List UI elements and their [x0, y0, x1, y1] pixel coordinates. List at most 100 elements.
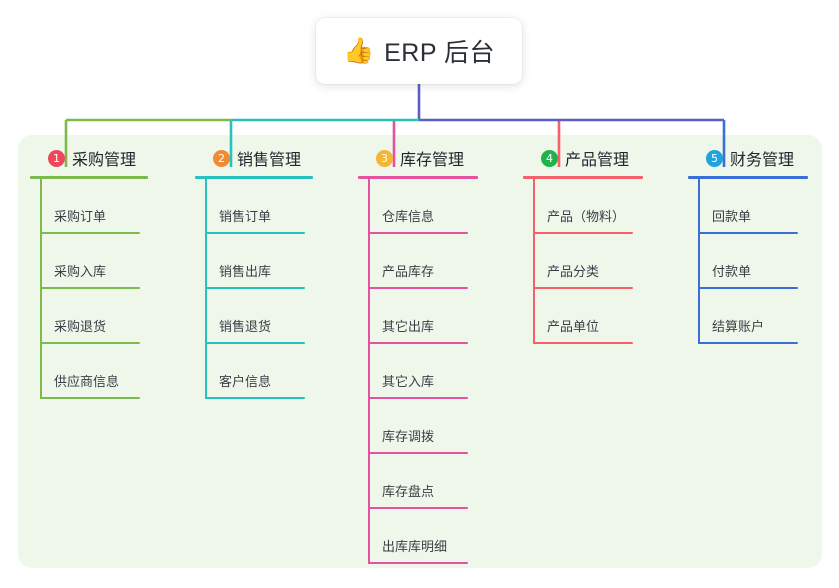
root-node-card[interactable]: 👍 ERP 后台: [316, 18, 522, 84]
branch-index-badge: 1: [48, 149, 65, 167]
branch-underline: [523, 176, 643, 179]
branch-index-badge: 3: [376, 149, 393, 167]
leaf-node[interactable]: 销售退货: [205, 289, 305, 344]
leaf-node-label: 客户信息: [219, 374, 272, 389]
branch-items: 仓库信息产品库存其它出库其它入库库存调拨库存盘点出库库明细: [368, 179, 468, 564]
branch-underline: [358, 176, 478, 179]
branch-column-库存管理: 3 库存管理仓库信息产品库存其它出库其它入库库存调拨库存盘点出库库明细: [358, 146, 478, 564]
branch-spine: [698, 179, 700, 344]
leaf-node[interactable]: 付款单: [698, 234, 798, 289]
branch-index-badge: 4: [541, 149, 558, 167]
leaf-node-label: 销售出库: [219, 264, 272, 279]
branch-title: 销售管理: [237, 152, 302, 169]
leaf-node-label: 供应商信息: [54, 374, 120, 389]
branch-header-采购管理[interactable]: 1 采购管理: [30, 146, 148, 170]
leaf-node-label: 其它出库: [382, 319, 435, 334]
leaf-node-label: 仓库信息: [382, 209, 435, 224]
branch-header-销售管理[interactable]: 2 销售管理: [195, 146, 313, 170]
leaf-node[interactable]: 结算账户: [698, 289, 798, 344]
leaf-node-label: 产品库存: [382, 264, 435, 279]
leaf-node-label: 产品单位: [547, 319, 600, 334]
leaf-node-underline: [368, 452, 468, 454]
thumbs-up-emoji: 👍: [342, 36, 375, 65]
leaf-node-label: 采购订单: [54, 209, 107, 224]
leaf-node-underline: [40, 342, 140, 344]
leaf-node[interactable]: 供应商信息: [40, 344, 140, 399]
leaf-node[interactable]: 产品单位: [533, 289, 633, 344]
leaf-node-underline: [40, 397, 140, 399]
branch-title: 财务管理: [730, 152, 795, 169]
leaf-node-underline: [40, 232, 140, 234]
leaf-node-label: 付款单: [712, 264, 752, 279]
branch-column-产品管理: 4 产品管理产品（物料） 产品分类产品单位: [523, 146, 643, 344]
branch-column-采购管理: 1 采购管理采购订单采购入库采购退货供应商信息: [30, 146, 148, 399]
leaf-node-underline: [205, 287, 305, 289]
branch-underline: [195, 176, 313, 179]
leaf-node-underline: [533, 287, 633, 289]
branch-title: 产品管理: [565, 152, 630, 169]
leaf-node[interactable]: 产品库存: [368, 234, 468, 289]
branch-header-产品管理[interactable]: 4 产品管理: [523, 146, 643, 170]
leaf-node[interactable]: 销售出库: [205, 234, 305, 289]
branch-items: 产品（物料） 产品分类产品单位: [533, 179, 633, 344]
branch-title: 采购管理: [72, 152, 137, 169]
leaf-node[interactable]: 产品分类: [533, 234, 633, 289]
leaf-node-label: 采购退货: [54, 319, 107, 334]
leaf-node[interactable]: 采购退货: [40, 289, 140, 344]
leaf-node-underline: [368, 397, 468, 399]
leaf-node-underline: [533, 232, 633, 234]
leaf-node-underline: [698, 342, 798, 344]
leaf-node-label: 销售退货: [219, 319, 272, 334]
leaf-node[interactable]: 库存调拨: [368, 399, 468, 454]
leaf-node-underline: [205, 232, 305, 234]
leaf-node[interactable]: 库存盘点: [368, 454, 468, 509]
leaf-node[interactable]: 回款单: [698, 179, 798, 234]
branch-header-库存管理[interactable]: 3 库存管理: [358, 146, 478, 170]
leaf-node-underline: [698, 287, 798, 289]
branch-underline: [30, 176, 148, 179]
leaf-node[interactable]: 采购订单: [40, 179, 140, 234]
branch-items: 回款单付款单结算账户: [698, 179, 798, 344]
leaf-node[interactable]: 出库库明细: [368, 509, 468, 564]
branch-column-财务管理: 5 财务管理回款单付款单结算账户: [688, 146, 808, 344]
leaf-node-underline: [205, 397, 305, 399]
branch-underline: [688, 176, 808, 179]
leaf-node-underline: [40, 287, 140, 289]
leaf-node-label: 其它入库: [382, 374, 435, 389]
leaf-node-label: 回款单: [712, 209, 752, 224]
leaf-node-label: 采购入库: [54, 264, 107, 279]
leaf-node-label: 出库库明细: [382, 539, 448, 554]
leaf-node-underline: [205, 342, 305, 344]
branch-title: 库存管理: [400, 152, 465, 169]
leaf-node[interactable]: 销售订单: [205, 179, 305, 234]
leaf-node-label: 库存调拨: [382, 429, 435, 444]
leaf-node-underline: [698, 232, 798, 234]
leaf-node-underline: [368, 287, 468, 289]
branch-spine: [205, 179, 207, 399]
branch-header-财务管理[interactable]: 5 财务管理: [688, 146, 806, 170]
branch-spine: [40, 179, 42, 399]
leaf-node[interactable]: 其它入库: [368, 344, 468, 399]
branch-column-销售管理: 2 销售管理销售订单销售出库销售退货客户信息: [195, 146, 313, 399]
branch-spine: [368, 179, 370, 564]
leaf-node-underline: [533, 342, 633, 344]
leaf-node-label: 销售订单: [219, 209, 272, 224]
branch-spine: [533, 179, 535, 344]
leaf-node-label: 产品分类: [547, 264, 600, 279]
branch-items: 采购订单采购入库采购退货供应商信息: [40, 179, 140, 399]
leaf-node-label: 产品（物料）: [547, 209, 626, 224]
leaf-node[interactable]: 仓库信息: [368, 179, 468, 234]
leaf-node-underline: [368, 562, 468, 564]
page-title: ERP 后台: [384, 39, 496, 67]
diagram-panel: [18, 135, 822, 568]
branch-index-badge: 2: [213, 149, 230, 167]
leaf-node[interactable]: 采购入库: [40, 234, 140, 289]
leaf-node[interactable]: 客户信息: [205, 344, 305, 399]
leaf-node[interactable]: 产品（物料）: [533, 179, 633, 234]
leaf-node[interactable]: 其它出库: [368, 289, 468, 344]
leaf-node-underline: [368, 507, 468, 509]
branch-items: 销售订单销售出库销售退货客户信息: [205, 179, 305, 399]
branch-index-badge: 5: [706, 149, 723, 167]
